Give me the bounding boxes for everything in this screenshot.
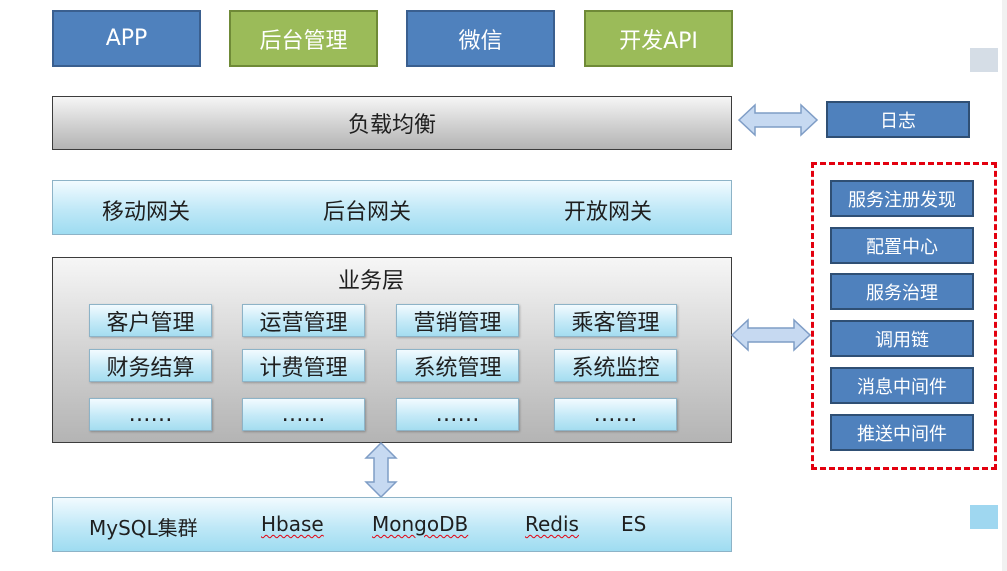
message-middleware-box: 消息中间件 bbox=[830, 367, 974, 404]
mobile-gateway-label: 移动网关 bbox=[102, 200, 191, 225]
admin-gateway-label: 后台网关 bbox=[323, 200, 412, 225]
storage-mysql-label: MySQL集群 bbox=[89, 516, 198, 540]
admin-client-label: 后台管理 bbox=[259, 28, 348, 54]
log-label: 日志 bbox=[880, 110, 916, 132]
module-more-2: …… bbox=[242, 398, 365, 431]
open-api-client-label: 开发API bbox=[619, 28, 698, 54]
module-billing-management: 计费管理 bbox=[242, 349, 365, 382]
module-operations-management: 运营管理 bbox=[242, 304, 365, 337]
log-double-arrow-icon bbox=[738, 103, 818, 137]
service-registry-box: 服务注册发现 bbox=[830, 180, 974, 217]
wechat-client-box: 微信 bbox=[406, 10, 555, 67]
config-center-box: 配置中心 bbox=[830, 227, 974, 264]
module-more-4: …… bbox=[554, 398, 677, 431]
call-chain-box: 调用链 bbox=[830, 320, 974, 357]
services-double-arrow-icon bbox=[731, 318, 811, 352]
app-client-label: APP bbox=[105, 26, 148, 51]
load-balancer-label: 负载均衡 bbox=[347, 113, 436, 138]
storage-es-label: ES bbox=[621, 512, 647, 536]
business-layer-title: 业务层 bbox=[338, 269, 405, 294]
service-governance-box: 服务治理 bbox=[830, 273, 974, 310]
decorative-square bbox=[970, 505, 998, 529]
load-balancer-box: 负载均衡 bbox=[52, 96, 732, 150]
storage-redis-label: Redis bbox=[525, 512, 579, 536]
app-client-box: APP bbox=[52, 10, 201, 67]
storage-hbase-label: Hbase bbox=[261, 512, 324, 536]
module-more-1: …… bbox=[89, 398, 212, 431]
module-customer-management: 客户管理 bbox=[89, 304, 212, 337]
module-system-management: 系统管理 bbox=[396, 349, 519, 382]
middleware-services-group bbox=[811, 162, 997, 470]
admin-client-box: 后台管理 bbox=[229, 10, 378, 67]
module-more-3: …… bbox=[396, 398, 519, 431]
module-passenger-management: 乘客管理 bbox=[554, 304, 677, 337]
storage-box: MySQL集群 Hbase MongoDB Redis ES bbox=[52, 497, 732, 552]
storage-mongodb-label: MongoDB bbox=[372, 512, 469, 536]
storage-double-arrow-icon bbox=[364, 442, 398, 498]
module-finance-settlement: 财务结算 bbox=[89, 349, 212, 382]
decorative-square bbox=[970, 48, 998, 72]
log-box: 日志 bbox=[826, 101, 970, 138]
open-api-client-box: 开发API bbox=[584, 10, 733, 67]
open-gateway-label: 开放网关 bbox=[564, 200, 653, 225]
push-middleware-box: 推送中间件 bbox=[830, 414, 974, 451]
module-marketing-management: 营销管理 bbox=[396, 304, 519, 337]
module-system-monitoring: 系统监控 bbox=[554, 349, 677, 382]
wechat-client-label: 微信 bbox=[458, 28, 503, 54]
gateway-box: 移动网关 后台网关 开放网关 bbox=[52, 180, 732, 235]
right-edge-strip bbox=[1002, 0, 1007, 571]
